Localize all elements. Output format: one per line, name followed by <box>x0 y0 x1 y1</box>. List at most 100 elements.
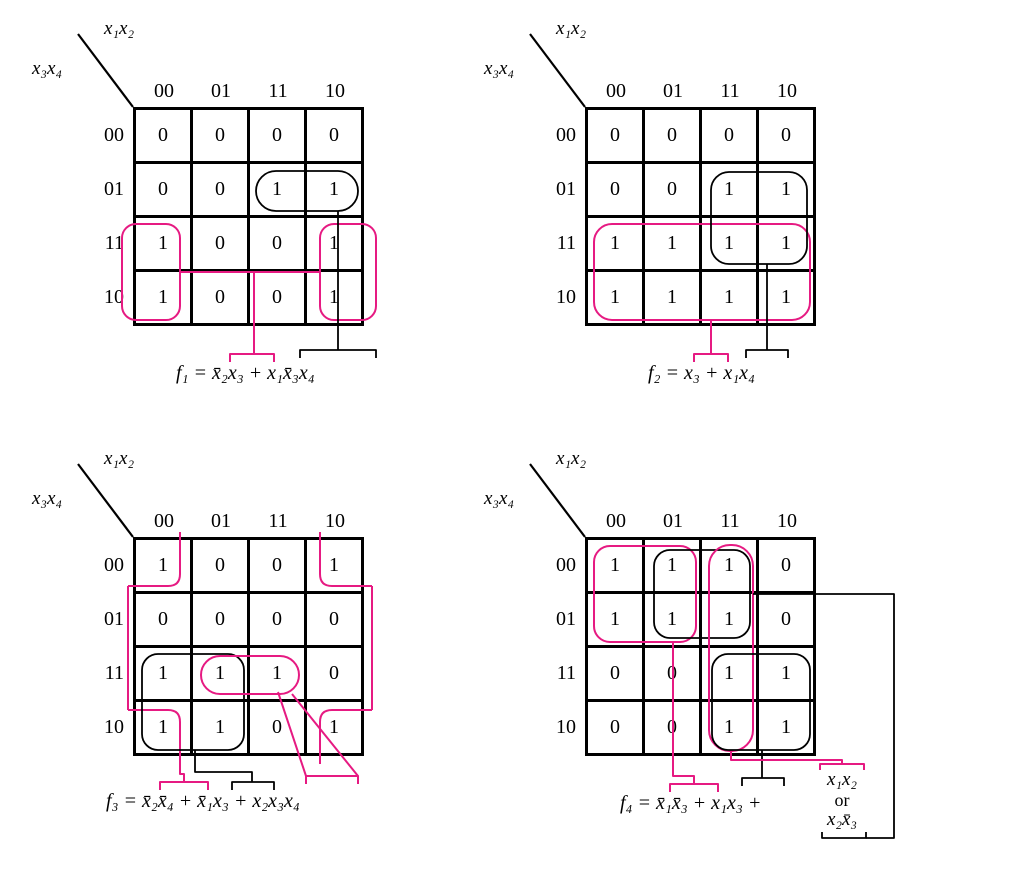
col-vars-label: x₁x₂ <box>556 448 587 469</box>
kmap-cell: 1 <box>699 215 759 272</box>
kmap-cell: 1 <box>699 161 759 218</box>
pink-term-bracket-x2-x3-x4 <box>305 775 359 784</box>
row-vars-label: x₃x₄ <box>484 488 515 509</box>
kmap-cell: 1 <box>304 161 364 218</box>
kmap-cell: 1 <box>304 269 364 326</box>
kmap-cell: 1 <box>756 699 816 756</box>
row-header-11: 11 <box>556 662 576 684</box>
row-header-01: 01 <box>556 178 576 200</box>
row-header-11: 11 <box>104 662 124 684</box>
kmap-cell: 1 <box>133 537 193 594</box>
col-header-10: 10 <box>777 80 797 102</box>
kmap-cell: 0 <box>585 107 645 164</box>
kmap-cell: 0 <box>247 591 307 648</box>
pink-term-bracket-x1bar-x3bar <box>669 783 719 792</box>
kmap-cell: 0 <box>585 699 645 756</box>
kmap-cell: 1 <box>304 215 364 272</box>
row-header-11: 11 <box>556 232 576 254</box>
kmap-cell: 0 <box>699 107 759 164</box>
kmap-cell: 0 <box>642 699 702 756</box>
kmap-cell: 0 <box>247 215 307 272</box>
kmap-cell: 0 <box>304 645 364 702</box>
kmap-grid-f1: 0 0 0 0 0 0 1 1 1 0 0 1 1 0 0 1 <box>133 107 364 326</box>
kmap-cell: 0 <box>190 591 250 648</box>
black-term-bracket <box>745 349 789 358</box>
row-header-10: 10 <box>556 716 576 738</box>
kmap-cell: 0 <box>642 107 702 164</box>
kmap-cell: 1 <box>699 699 759 756</box>
kmap-cell: 1 <box>699 269 759 326</box>
black-term-bracket-x1bar-x3 <box>231 781 275 790</box>
kmap-cell: 1 <box>756 161 816 218</box>
row-header-01: 01 <box>104 178 124 200</box>
col-vars-label: x₁x₂ <box>104 448 135 469</box>
row-header-00: 00 <box>104 554 124 576</box>
kmap-cell: 1 <box>642 591 702 648</box>
formula-f3: f₃ = x̄₂x̄₄ + x̄₁x₃ + x₂x₃x₄ <box>106 790 300 812</box>
kmap-cell: 1 <box>699 645 759 702</box>
kmap-cell: 0 <box>190 215 250 272</box>
col-header-00: 00 <box>606 510 626 532</box>
kmap-cell: 1 <box>247 645 307 702</box>
kmap-cell: 1 <box>642 215 702 272</box>
kmap-cell: 0 <box>133 107 193 164</box>
col-header-10: 10 <box>325 510 345 532</box>
kmap-cell: 1 <box>133 699 193 756</box>
or-option-1: x₁x₂ <box>826 769 858 790</box>
formula-f1: f₁ = x̄₂x₃ + x₁x̄₃x₄ <box>176 362 315 384</box>
kmap-cell: 0 <box>642 161 702 218</box>
kmap-f4: x₁x₂ x₃x₄ 00 01 11 10 00 01 11 10 1 1 1 … <box>480 440 940 860</box>
kmap-grid-f2: 0 0 0 0 0 0 1 1 1 1 1 1 1 1 1 1 <box>585 107 816 326</box>
kmap-cell: 1 <box>699 591 759 648</box>
kmap-cell: 1 <box>585 591 645 648</box>
row-header-10: 10 <box>104 286 124 308</box>
axis-diagonal <box>529 33 586 108</box>
row-header-01: 01 <box>104 608 124 630</box>
kmap-cell: 0 <box>247 107 307 164</box>
formula-f4-or-stack: x₁x₂ or x₂x̄₃ <box>816 770 868 830</box>
kmap-grid-f4: 1 1 1 0 1 1 1 0 0 0 1 1 0 0 1 1 <box>585 537 816 756</box>
col-header-11: 11 <box>720 510 740 532</box>
col-header-01: 01 <box>663 80 683 102</box>
kmap-cell: 1 <box>304 699 364 756</box>
axis-diagonal <box>77 33 134 108</box>
col-header-01: 01 <box>211 510 231 532</box>
row-vars-label: x₃x₄ <box>32 488 63 509</box>
black-term-bracket <box>299 349 377 358</box>
kmap-f3: x₁x₂ x₃x₄ 00 01 11 10 00 01 11 10 1 0 0 … <box>28 440 488 860</box>
col-header-01: 01 <box>211 80 231 102</box>
row-header-00: 00 <box>556 554 576 576</box>
row-header-10: 10 <box>556 286 576 308</box>
kmap-cell: 1 <box>756 215 816 272</box>
kmap-cell: 0 <box>133 591 193 648</box>
or-word: or <box>834 790 850 810</box>
kmap-cell: 1 <box>190 699 250 756</box>
kmap-cell: 1 <box>585 537 645 594</box>
kmap-cell: 0 <box>247 269 307 326</box>
row-vars-label: x₃x₄ <box>484 58 515 79</box>
kmap-cell: 1 <box>642 269 702 326</box>
kmap-cell: 0 <box>304 591 364 648</box>
kmap-cell: 1 <box>304 537 364 594</box>
kmap-cell: 1 <box>699 537 759 594</box>
row-header-00: 00 <box>556 124 576 146</box>
kmap-cell: 1 <box>133 645 193 702</box>
col-header-00: 00 <box>606 80 626 102</box>
row-header-01: 01 <box>556 608 576 630</box>
row-header-00: 00 <box>104 124 124 146</box>
col-header-11: 11 <box>268 80 288 102</box>
col-header-10: 10 <box>777 510 797 532</box>
kmap-cell: 0 <box>133 161 193 218</box>
kmap-cell: 0 <box>247 537 307 594</box>
kmap-cell: 0 <box>756 107 816 164</box>
kmap-cell: 0 <box>585 161 645 218</box>
kmap-cell: 0 <box>190 107 250 164</box>
col-header-01: 01 <box>663 510 683 532</box>
axis-diagonal <box>77 463 134 538</box>
col-header-11: 11 <box>268 510 288 532</box>
col-header-00: 00 <box>154 510 174 532</box>
kmap-cell: 0 <box>642 645 702 702</box>
kmap-cell: 0 <box>190 269 250 326</box>
or-option-2: x₂x̄₃ <box>826 809 858 830</box>
